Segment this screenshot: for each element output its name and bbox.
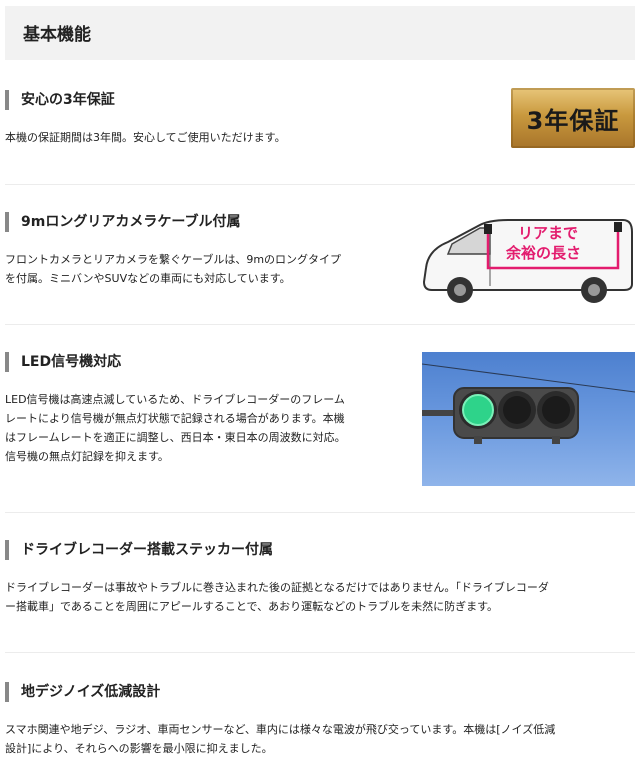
text-line: 信号機の無点灯記録を抑えます。	[5, 450, 169, 463]
section-text-led: LED信号機は高速点滅しているため、ドライブレコーダーのフレーム レートにより信…	[5, 390, 346, 466]
section-title-cable: 9mロングリアカメラケーブル付属	[5, 212, 241, 232]
text-line: ドライブレコーダーは事故やトラブルに巻き込まれた後の証拠となるだけではありません…	[5, 581, 549, 594]
divider	[5, 184, 635, 185]
badge-label: 3年保証	[526, 106, 620, 135]
traffic-signal-photo	[422, 352, 635, 486]
van-illustration	[422, 219, 633, 303]
section-text-noise: スマホ関連や地デジ、ラジオ、車両センサーなど、車内には様々な電波が飛び交っていま…	[5, 720, 555, 758]
van-label-line2: 余裕の長さ	[506, 244, 582, 262]
van-label-line1: リアまで	[518, 224, 579, 242]
text-line: を付属。ミニバンやSUVなどの車両にも対応しています。	[5, 272, 291, 285]
traffic-signal-illustration	[422, 363, 635, 444]
text-line: ー搭載車」であることを周囲にアピールすることで、あおり運転などのトラブルを未然に…	[5, 600, 499, 613]
section-text-warranty: 本機の保証期間は3年間。安心してご使用いただけます。	[5, 128, 286, 147]
divider	[5, 652, 635, 653]
section-text-sticker: ドライブレコーダーは事故やトラブルに巻き込まれた後の証拠となるだけではありません…	[5, 578, 549, 616]
divider	[5, 512, 635, 513]
divider	[5, 324, 635, 325]
section-title-led: LED信号機対応	[5, 352, 121, 372]
page-title: 基本機能	[23, 25, 91, 45]
section-text-cable: フロントカメラとリアカメラを繋ぐケーブルは、9mのロングタイプ を付属。ミニバン…	[5, 250, 341, 288]
text-line: LED信号機は高速点滅しているため、ドライブレコーダーのフレーム	[5, 393, 345, 406]
warranty-badge: 3年保証	[511, 88, 635, 148]
text-line: レートにより信号機が無点灯状態で記録される場合があります。本機	[5, 412, 345, 425]
text-line: 設計]により、それらへの影響を最小限に抑えました。	[5, 742, 273, 755]
section-title-noise: 地デジノイズ低減設計	[5, 682, 160, 702]
text-line: はフレームレートを適正に調整し、西日本・東日本の周波数に対応。	[5, 431, 346, 444]
text-line: スマホ関連や地デジ、ラジオ、車両センサーなど、車内には様々な電波が飛び交っていま…	[5, 723, 556, 736]
section-title-sticker: ドライブレコーダー搭載ステッカー付属	[5, 540, 273, 560]
text-line: 本機の保証期間は3年間。安心してご使用いただけます。	[5, 131, 286, 144]
section-header: 基本機能	[5, 6, 635, 60]
section-title-warranty: 安心の3年保証	[5, 90, 115, 110]
text-line: フロントカメラとリアカメラを繋ぐケーブルは、9mのロングタイプ	[5, 253, 342, 266]
